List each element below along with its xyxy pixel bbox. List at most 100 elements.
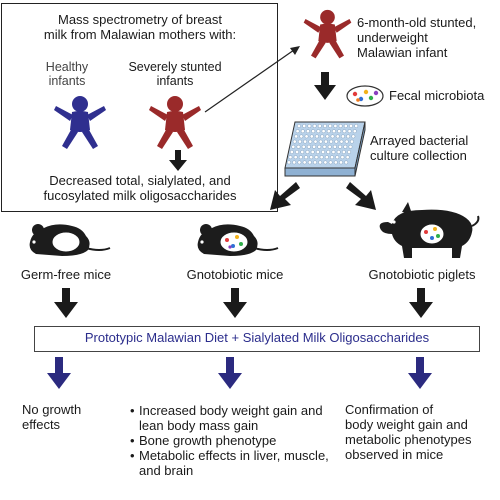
germ-free-label: Germ-free mice [20, 267, 112, 282]
donor-infant-icon [303, 9, 352, 59]
culture-well [320, 134, 325, 139]
culture-well [335, 134, 340, 139]
culture-well [334, 139, 339, 144]
healthy-infant-icon [54, 96, 106, 149]
culture-well [308, 139, 313, 144]
culture-well [306, 129, 310, 134]
culture-well [302, 124, 307, 128]
culture-well [314, 155, 319, 160]
culture-well [293, 155, 298, 160]
mice-outcome-list: Increased body weight gain and lean body… [130, 403, 342, 478]
culture-well [322, 144, 327, 149]
culture-well [309, 155, 314, 160]
culture-well [307, 124, 312, 128]
diet-label: Prototypic Malawian Diet + Sialylated Mi… [84, 330, 430, 345]
gnotobiotic-mouse-icon [197, 224, 279, 256]
culture-well [335, 155, 340, 160]
culture-well [323, 160, 328, 165]
donor-line2: underweight [357, 30, 428, 45]
culture-well [318, 160, 323, 165]
culture-well [347, 129, 352, 134]
microbiota-icon [346, 85, 384, 107]
culture-well [338, 144, 342, 149]
culture-well [338, 124, 343, 128]
piglets-down-arrow [409, 288, 433, 318]
culture-well [316, 129, 321, 134]
culture-well [315, 150, 320, 154]
culture-well [303, 139, 308, 144]
culture-well [332, 129, 336, 134]
culture-well [344, 160, 349, 165]
mice-outcome-arrow [218, 357, 242, 389]
culture-well [347, 150, 351, 154]
culture-well [328, 124, 333, 128]
culture-well [304, 134, 309, 139]
culture-well [323, 124, 327, 128]
culture-well [339, 139, 344, 144]
stunted-label-line2: infants [156, 74, 194, 88]
culture-well [296, 144, 301, 149]
healthy-label-line1: Healthy [45, 60, 89, 74]
gnotobiotic-piglets-label: Gnotobiotic piglets [368, 267, 476, 282]
culture-well [306, 144, 311, 149]
culture-well [333, 160, 338, 165]
stunted-infant-icon [149, 96, 201, 149]
culture-well [317, 144, 322, 149]
culture-well [300, 129, 305, 134]
culture-well [299, 134, 304, 139]
diet-box [34, 326, 480, 352]
culture-well [352, 129, 357, 134]
healthy-label-line2: infants [48, 74, 86, 88]
culture-well [343, 124, 348, 128]
culture-well [348, 144, 353, 149]
culture-plate-icon [284, 121, 366, 177]
culture-well [330, 134, 335, 139]
culture-well [301, 144, 306, 149]
culture-well [342, 129, 347, 134]
culture-well [297, 160, 302, 165]
culture-well [327, 144, 332, 149]
germ-free-outcome-line1: No growth [22, 402, 82, 417]
culture-well [305, 150, 310, 154]
culture-well [292, 160, 297, 165]
culture-well [313, 160, 317, 165]
culture-well [294, 134, 299, 139]
germ-free-mouse-icon [29, 224, 111, 256]
culture-line1: Arrayed bacterial [370, 133, 469, 148]
stunted-label-line1: Severely stunted [128, 60, 222, 74]
culture-well [300, 150, 305, 154]
culture-well [330, 155, 334, 160]
culture-well [313, 139, 318, 144]
germ-free-down-arrow [54, 288, 78, 318]
mice-down-arrow [223, 288, 247, 318]
culture-well [325, 134, 330, 139]
donor-down-arrow [314, 72, 336, 100]
donor-line3: Malawian infant [357, 45, 448, 60]
culture-well [336, 150, 341, 154]
germ-free-outcome-arrow [47, 357, 71, 389]
piglets-outcome-line2: body weight gain and [345, 417, 468, 432]
piglets-outcome-line1: Confirmation of [345, 402, 434, 417]
study-title-line1: Mass spectrometry of breast [58, 12, 222, 27]
culture-well [326, 150, 331, 154]
study-down-arrow [169, 150, 187, 171]
culture-well [339, 160, 343, 165]
culture-well [298, 139, 302, 144]
culture-well [304, 155, 308, 160]
mice-outcome-item: Metabolic effects in liver, muscle, and … [130, 448, 342, 478]
culture-well [324, 155, 329, 160]
study-result-line2: fucosylated milk oligosaccharides [43, 188, 237, 203]
culture-well [344, 139, 349, 144]
culture-well [351, 134, 356, 139]
culture-well [331, 150, 336, 154]
mice-outcome-item: Bone growth phenotype [130, 433, 342, 448]
culture-well [315, 134, 319, 139]
culture-well [354, 124, 359, 128]
culture-well [317, 124, 322, 128]
culture-well [312, 144, 316, 149]
culture-well [337, 129, 342, 134]
culture-well [292, 139, 297, 144]
culture-well [349, 124, 353, 128]
